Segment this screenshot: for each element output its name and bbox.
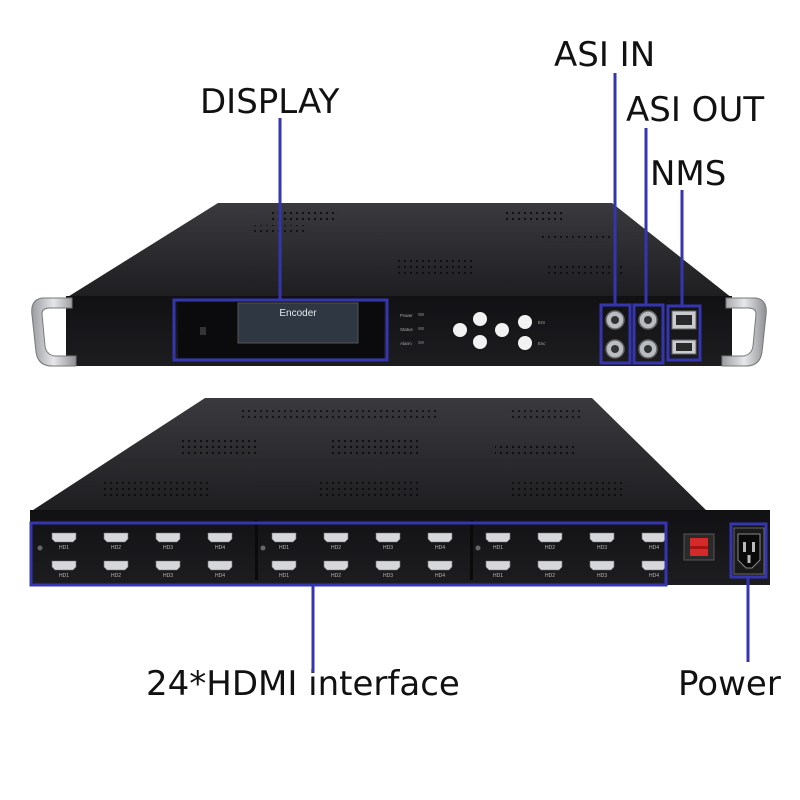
annotations — [29, 73, 768, 672]
hdmi-port-g3-top-3 — [589, 532, 615, 543]
nav-buttons: Ent Esc — [453, 312, 546, 350]
hdmi-port-label-g3-top-3: HD3 — [597, 545, 607, 551]
hdmi-port-label-g1-bottom-3: HD3 — [163, 573, 173, 579]
asi-in-label: ASI IN — [554, 35, 656, 75]
hdmi-port-label-g3-top-4: HD4 — [649, 545, 659, 551]
nms-highlight-box — [666, 304, 702, 362]
hdmi-port-g2-top-1 — [271, 532, 297, 543]
hdmi-port-g2-bottom-1 — [271, 560, 297, 571]
button-down — [473, 335, 487, 349]
right-handle — [721, 297, 767, 367]
button-ent — [518, 315, 532, 329]
led-power-label: Power — [400, 313, 413, 318]
front-panel — [66, 296, 732, 366]
hdmi-port-label-g3-bottom-3: HD3 — [597, 573, 607, 579]
hdmi-port-g2-bottom-4 — [427, 560, 453, 571]
hdmi-port-label-g1-top-1: HD1 — [59, 545, 69, 551]
hdmi-port-label-g1-bottom-4: HD4 — [215, 573, 225, 579]
lcd-screen — [237, 302, 359, 344]
button-right — [495, 323, 509, 337]
hdmi-port-g2-bottom-3 — [375, 560, 401, 571]
hdmi-port-label-g1-bottom-1: HD1 — [59, 573, 69, 579]
hdmi-port-label-g2-top-1: HD1 — [279, 545, 289, 551]
power-label: Power — [678, 664, 781, 704]
button-left — [453, 323, 467, 337]
hdmi-port-g2-top-4 — [427, 532, 453, 543]
button-ent-label: Ent — [538, 320, 546, 325]
asi-out-connectors — [638, 310, 658, 359]
hdmi-highlight-box — [29, 521, 668, 587]
hdmi-port-g3-bottom-4 — [641, 560, 667, 571]
hdmi-port-g2-top-3 — [375, 532, 401, 543]
hdmi-port-g1-bottom-1 — [51, 560, 77, 571]
hdmi-port-g1-top-1 — [51, 532, 77, 543]
hdmi-port-label-g2-top-4: HD4 — [435, 545, 445, 551]
button-esc-label: Esc — [538, 341, 546, 346]
hdmi-port-g3-bottom-2 — [537, 560, 563, 571]
asi-in-connectors — [605, 310, 625, 359]
front-unit: Encoder Power Status Alarm Ent Esc — [31, 203, 767, 367]
hdmi-port-label-g1-top-3: HD3 — [163, 545, 173, 551]
hdmi-port-label-g3-bottom-1: HD1 — [493, 573, 503, 579]
hdmi-port-g1-bottom-3 — [155, 560, 181, 571]
lcd-text: Encoder — [279, 308, 317, 319]
hdmi-port-label-g2-bottom-1: HD1 — [279, 573, 289, 579]
button-up — [473, 312, 487, 326]
power-switch — [683, 533, 715, 561]
hdmi-port-g3-top-1 — [485, 532, 511, 543]
hdmi-port-g1-top-2 — [103, 532, 129, 543]
nms-ports — [671, 310, 697, 355]
hdmi-port-g1-bottom-2 — [103, 560, 129, 571]
hdmi-port-g1-top-3 — [155, 532, 181, 543]
hdmi-port-g1-bottom-4 — [207, 560, 233, 571]
hdmi-port-g3-top-2 — [537, 532, 563, 543]
display-label: DISPLAY — [200, 82, 340, 122]
hdmi-port-label-g1-top-4: HD4 — [215, 545, 225, 551]
hdmi-interface-label: 24*HDMI interface — [146, 664, 460, 704]
nms-label: NMS — [650, 154, 727, 194]
hdmi-port-label-g3-bottom-2: HD2 — [545, 573, 555, 579]
button-esc — [518, 336, 532, 350]
hdmi-port-label-g2-bottom-4: HD4 — [435, 573, 445, 579]
led-alarm-label: Alarm — [400, 341, 412, 346]
hdmi-port-label-g1-top-2: HD2 — [111, 545, 121, 551]
hdmi-port-label-g3-top-1: HD1 — [493, 545, 503, 551]
front-unit-top — [66, 203, 732, 298]
status-leds: Power Status Alarm — [400, 313, 424, 346]
hdmi-port-label-g2-bottom-2: HD2 — [331, 573, 341, 579]
hdmi-port-g3-bottom-3 — [589, 560, 615, 571]
hdmi-port-label-g3-bottom-4: HD4 — [649, 573, 659, 579]
left-handle — [31, 297, 77, 367]
hdmi-port-label-g3-top-2: HD2 — [545, 545, 555, 551]
asi-out-label: ASI OUT — [626, 90, 765, 130]
hdmi-port-g2-bottom-2 — [323, 560, 349, 571]
hdmi-port-g1-top-4 — [207, 532, 233, 543]
led-status-label: Status — [400, 327, 414, 332]
hdmi-port-label-g2-top-3: HD3 — [383, 545, 393, 551]
asi-out-highlight-box — [632, 303, 665, 365]
hdmi-port-g3-top-4 — [641, 532, 667, 543]
hdmi-port-label-g2-top-2: HD2 — [331, 545, 341, 551]
hdmi-port-g2-top-2 — [323, 532, 349, 543]
hdmi-port-g3-bottom-1 — [485, 560, 511, 571]
power-inlet — [733, 527, 765, 575]
hdmi-port-label-g2-bottom-3: HD3 — [383, 573, 393, 579]
hdmi-port-label-g1-bottom-2: HD2 — [111, 573, 121, 579]
